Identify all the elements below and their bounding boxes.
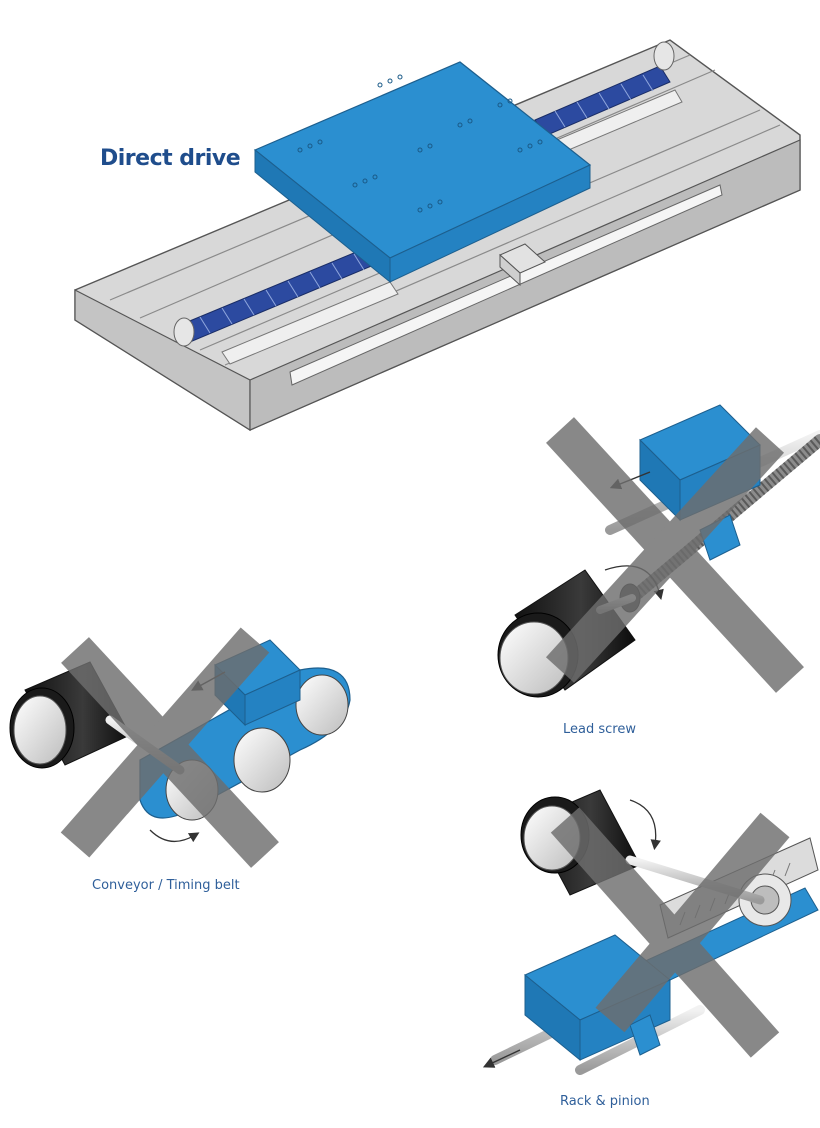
lead-screw-caption: Lead screw xyxy=(563,722,636,737)
pinion-gear xyxy=(738,873,792,927)
lead-screw-illustration xyxy=(497,404,820,698)
carriage-holes xyxy=(297,74,543,213)
belt-pulley-back xyxy=(295,674,349,736)
timing-belt-caption: Conveyor / Timing belt xyxy=(92,878,240,893)
direct-drive-heading: Direct drive xyxy=(100,146,241,171)
rack-pinion-illustration xyxy=(482,789,819,1075)
lead-screw-cross xyxy=(545,417,804,693)
carriage-right-face xyxy=(389,164,591,283)
belt-idler xyxy=(233,727,291,793)
rack-pinion-cross xyxy=(550,807,790,1058)
rack-motion-arrow xyxy=(482,1049,521,1068)
rack-pinion-caption: Rack & pinion xyxy=(560,1094,650,1109)
direct-drive-stage xyxy=(74,39,801,432)
rack-rotation-arrow xyxy=(629,799,661,851)
belt-rotation-arrow xyxy=(149,829,200,843)
stage-slot xyxy=(289,184,723,386)
timing-belt-illustration xyxy=(9,627,351,868)
timing-belt-cross xyxy=(60,627,279,868)
